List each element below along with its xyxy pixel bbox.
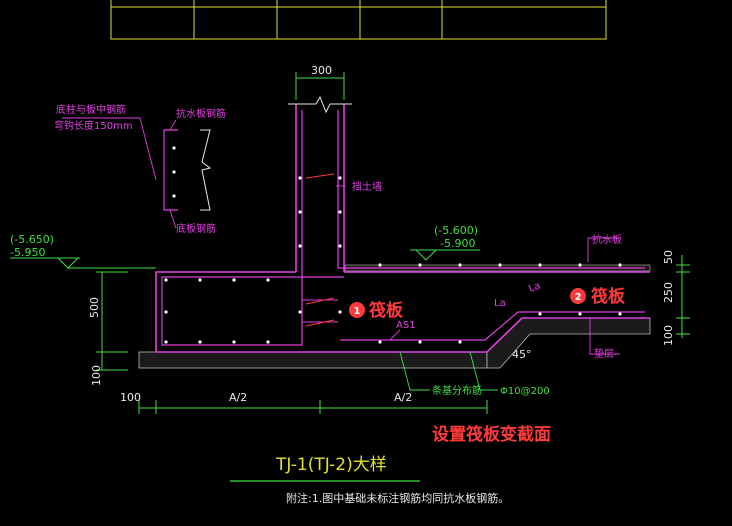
title-block-table xyxy=(110,0,607,40)
label-strip-rebar: 条基分布筋 xyxy=(432,384,482,397)
label-bottom-rebar-note-1: 底柱与板中钢筋 xyxy=(56,103,126,116)
label-retaining-wall: 挡土墙 xyxy=(352,180,382,193)
drawing-note: 附注:1.图中基础未标注钢筋均同抗水板钢筋。 xyxy=(286,491,509,505)
leader-lines-green xyxy=(399,351,498,391)
label-cushion: 垫层 xyxy=(594,347,614,360)
label-bottom-rebar: 底板钢筋 xyxy=(176,222,216,235)
elevation-mid-upper: (-5.600) xyxy=(434,224,478,237)
drawing-title: TJ-1(TJ-2)大样 xyxy=(275,455,387,475)
stirrups xyxy=(305,173,335,327)
label-bottom-rebar-note-2: 弯钩长度150mm xyxy=(54,119,133,132)
dim-right-250: 250 xyxy=(662,282,675,303)
raft-2-number: 2 xyxy=(575,292,582,303)
raft-annotation-1: 1 筏板 xyxy=(349,300,404,321)
label-waterproof-rebar: 抗水板钢筋 xyxy=(176,107,226,120)
dim-half-right: A/2 xyxy=(394,391,412,404)
dim-right-100: 100 xyxy=(662,325,675,346)
label-la-left: La xyxy=(494,298,506,309)
label-la-right: La xyxy=(527,280,542,294)
label-as1: AS1 xyxy=(396,320,416,331)
elevation-left-upper: (-5.650) xyxy=(10,233,54,246)
dim-left-100: 100 xyxy=(120,391,141,404)
raft-1-number: 1 xyxy=(354,306,361,317)
leader-lines xyxy=(62,117,620,355)
label-waterproof-slab: 抗水板 xyxy=(592,233,622,246)
raft-2-badge xyxy=(570,288,586,304)
label-angle: 45° xyxy=(512,348,532,361)
elevation-left-lower: -5.950 xyxy=(10,246,45,259)
dim-top-width: 300 xyxy=(311,64,332,77)
raft-annotation-2: 2 筏板 xyxy=(570,286,626,307)
dim-right-50: 50 xyxy=(662,250,675,264)
change-section-annotation: 设置筏板变截面 xyxy=(432,424,551,445)
raft-1-badge xyxy=(349,302,365,318)
label-rebar-spec: Φ10@200 xyxy=(500,386,550,397)
raft-2-label: 筏板 xyxy=(591,286,626,307)
dimension-lines xyxy=(10,72,690,414)
dim-half-left: A/2 xyxy=(229,391,247,404)
elevation-mid-lower: -5.900 xyxy=(440,237,475,250)
concrete-outline xyxy=(155,95,650,353)
raft-1-label: 筏板 xyxy=(369,300,404,321)
dim-pad-100: 100 xyxy=(90,365,103,386)
rebar-dots xyxy=(164,146,622,344)
dim-height-500: 500 xyxy=(88,297,101,318)
